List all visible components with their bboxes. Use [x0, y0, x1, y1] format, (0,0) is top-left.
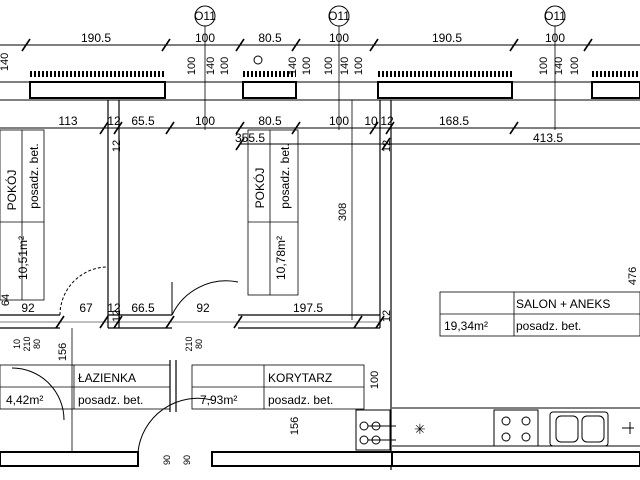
svg-text:12: 12 — [381, 310, 393, 322]
dim-100-mid-a: 100 — [195, 114, 215, 128]
dim-66: 66.5 — [131, 301, 155, 315]
dim-92-a: 92 — [21, 301, 35, 315]
grid-mark-3: O11 — [544, 9, 566, 23]
dim-197: 197.5 — [293, 301, 323, 315]
interior-walls — [0, 100, 392, 470]
dim-100-2: 100 — [329, 31, 349, 45]
exterior-wall-bottom — [0, 451, 640, 467]
room-label-salon — [439, 291, 640, 337]
svg-text:100: 100 — [569, 57, 581, 75]
pokoj-1-floor: posadz. bet. — [27, 143, 41, 208]
salon-floor: posadz. bet. — [516, 319, 581, 333]
pokoj-2-area: 10,78m² — [274, 236, 288, 280]
svg-text:140: 140 — [339, 57, 351, 75]
dim-355: 355.5 — [235, 131, 265, 145]
svg-text:100: 100 — [538, 57, 550, 75]
dim-100-3: 100 — [545, 31, 565, 45]
room-label-pokoj-1 — [0, 129, 45, 301]
dim-80-mid: 80.5 — [258, 114, 282, 128]
svg-text:140: 140 — [205, 57, 217, 75]
dim-92-b: 92 — [196, 301, 210, 315]
pokoj-2-floor: posadz. bet. — [278, 143, 292, 208]
dim-100-mid-b: 100 — [329, 114, 349, 128]
dim-413: 413.5 — [533, 131, 563, 145]
korytarz-floor: posadz. bet. — [268, 393, 333, 407]
svg-text:100: 100 — [353, 57, 365, 75]
svg-text:12: 12 — [111, 140, 123, 152]
grid-mark-1: O11 — [194, 9, 216, 23]
dim-65: 65.5 — [131, 114, 155, 128]
korytarz-name: KORYTARZ — [268, 371, 332, 385]
salon-area: 19,34m² — [444, 319, 488, 333]
dim-100-1: 100 — [195, 31, 215, 45]
lazienka-name: ŁAZIENKA — [78, 371, 136, 385]
grid-mark-2: O11 — [328, 9, 350, 23]
dim-12-lower: 12 — [107, 301, 121, 315]
dim-10-a: 10 — [12, 339, 22, 349]
lower-dimension-line — [0, 315, 385, 329]
dim-156-b: 156 — [289, 417, 301, 435]
pokoj-1-area: 10,51m² — [16, 236, 30, 280]
korytarz-area: 7,93m² — [200, 393, 237, 407]
dim-80-top: 80.5 — [258, 31, 282, 45]
lazienka-floor: posadz. bet. — [78, 393, 143, 407]
installation-shaft — [355, 409, 396, 451]
dim-190-left: 190.5 — [81, 31, 111, 45]
svg-text:12: 12 — [381, 140, 393, 152]
salon-name: SALON + ANEKS — [516, 297, 610, 311]
svg-text:140: 140 — [287, 57, 299, 75]
svg-text:100: 100 — [323, 57, 335, 75]
windows-top — [29, 81, 640, 99]
dim-190-right: 190.5 — [432, 31, 462, 45]
svg-text:100: 100 — [186, 57, 198, 75]
top-dimension-line — [0, 38, 640, 52]
dim-90-b: 90 — [182, 455, 192, 465]
star-icon: ✳ — [414, 421, 426, 437]
room-label-korytarz — [191, 364, 365, 410]
svg-text:100: 100 — [219, 57, 231, 75]
dim-113: 113 — [58, 114, 77, 128]
svg-text:100: 100 — [301, 57, 313, 75]
dim-80-b: 80 — [194, 339, 204, 349]
dim-210-a: 210 — [22, 336, 32, 351]
dim-12-a: 12 — [107, 114, 121, 128]
dim-10: 10 — [364, 114, 378, 128]
dim-90-a: 90 — [162, 455, 172, 465]
dim-168: 168.5 — [439, 114, 469, 128]
dim-80-a: 80 — [32, 339, 42, 349]
window-height-dims: 140 100 140 100 140 100 100 140 100 100 … — [0, 53, 581, 75]
room-label-lazienka — [0, 364, 171, 410]
dim-12-b: 12 — [380, 114, 394, 128]
dim-210-b: 210 — [184, 336, 194, 351]
dim-308: 308 — [337, 203, 349, 221]
svg-text:140: 140 — [0, 53, 11, 71]
pokoj-2-name: POKÓJ — [252, 168, 267, 209]
dim-67: 67 — [79, 301, 93, 315]
mid-dimension-line — [0, 121, 640, 151]
dim-100-c: 100 — [369, 371, 381, 389]
grid-markers — [194, 5, 566, 130]
door-swings — [11, 266, 239, 453]
lazienka-area: 4,42m² — [6, 393, 43, 407]
dim-476: 476 — [627, 267, 639, 285]
kitchen-counter — [392, 407, 640, 447]
svg-text:140: 140 — [553, 57, 565, 75]
pokoj-1-name: POKÓJ — [4, 170, 19, 211]
room-label-pokoj-2 — [247, 129, 299, 296]
dim-156-a: 156 — [57, 343, 69, 361]
vent-symbol — [253, 55, 263, 65]
